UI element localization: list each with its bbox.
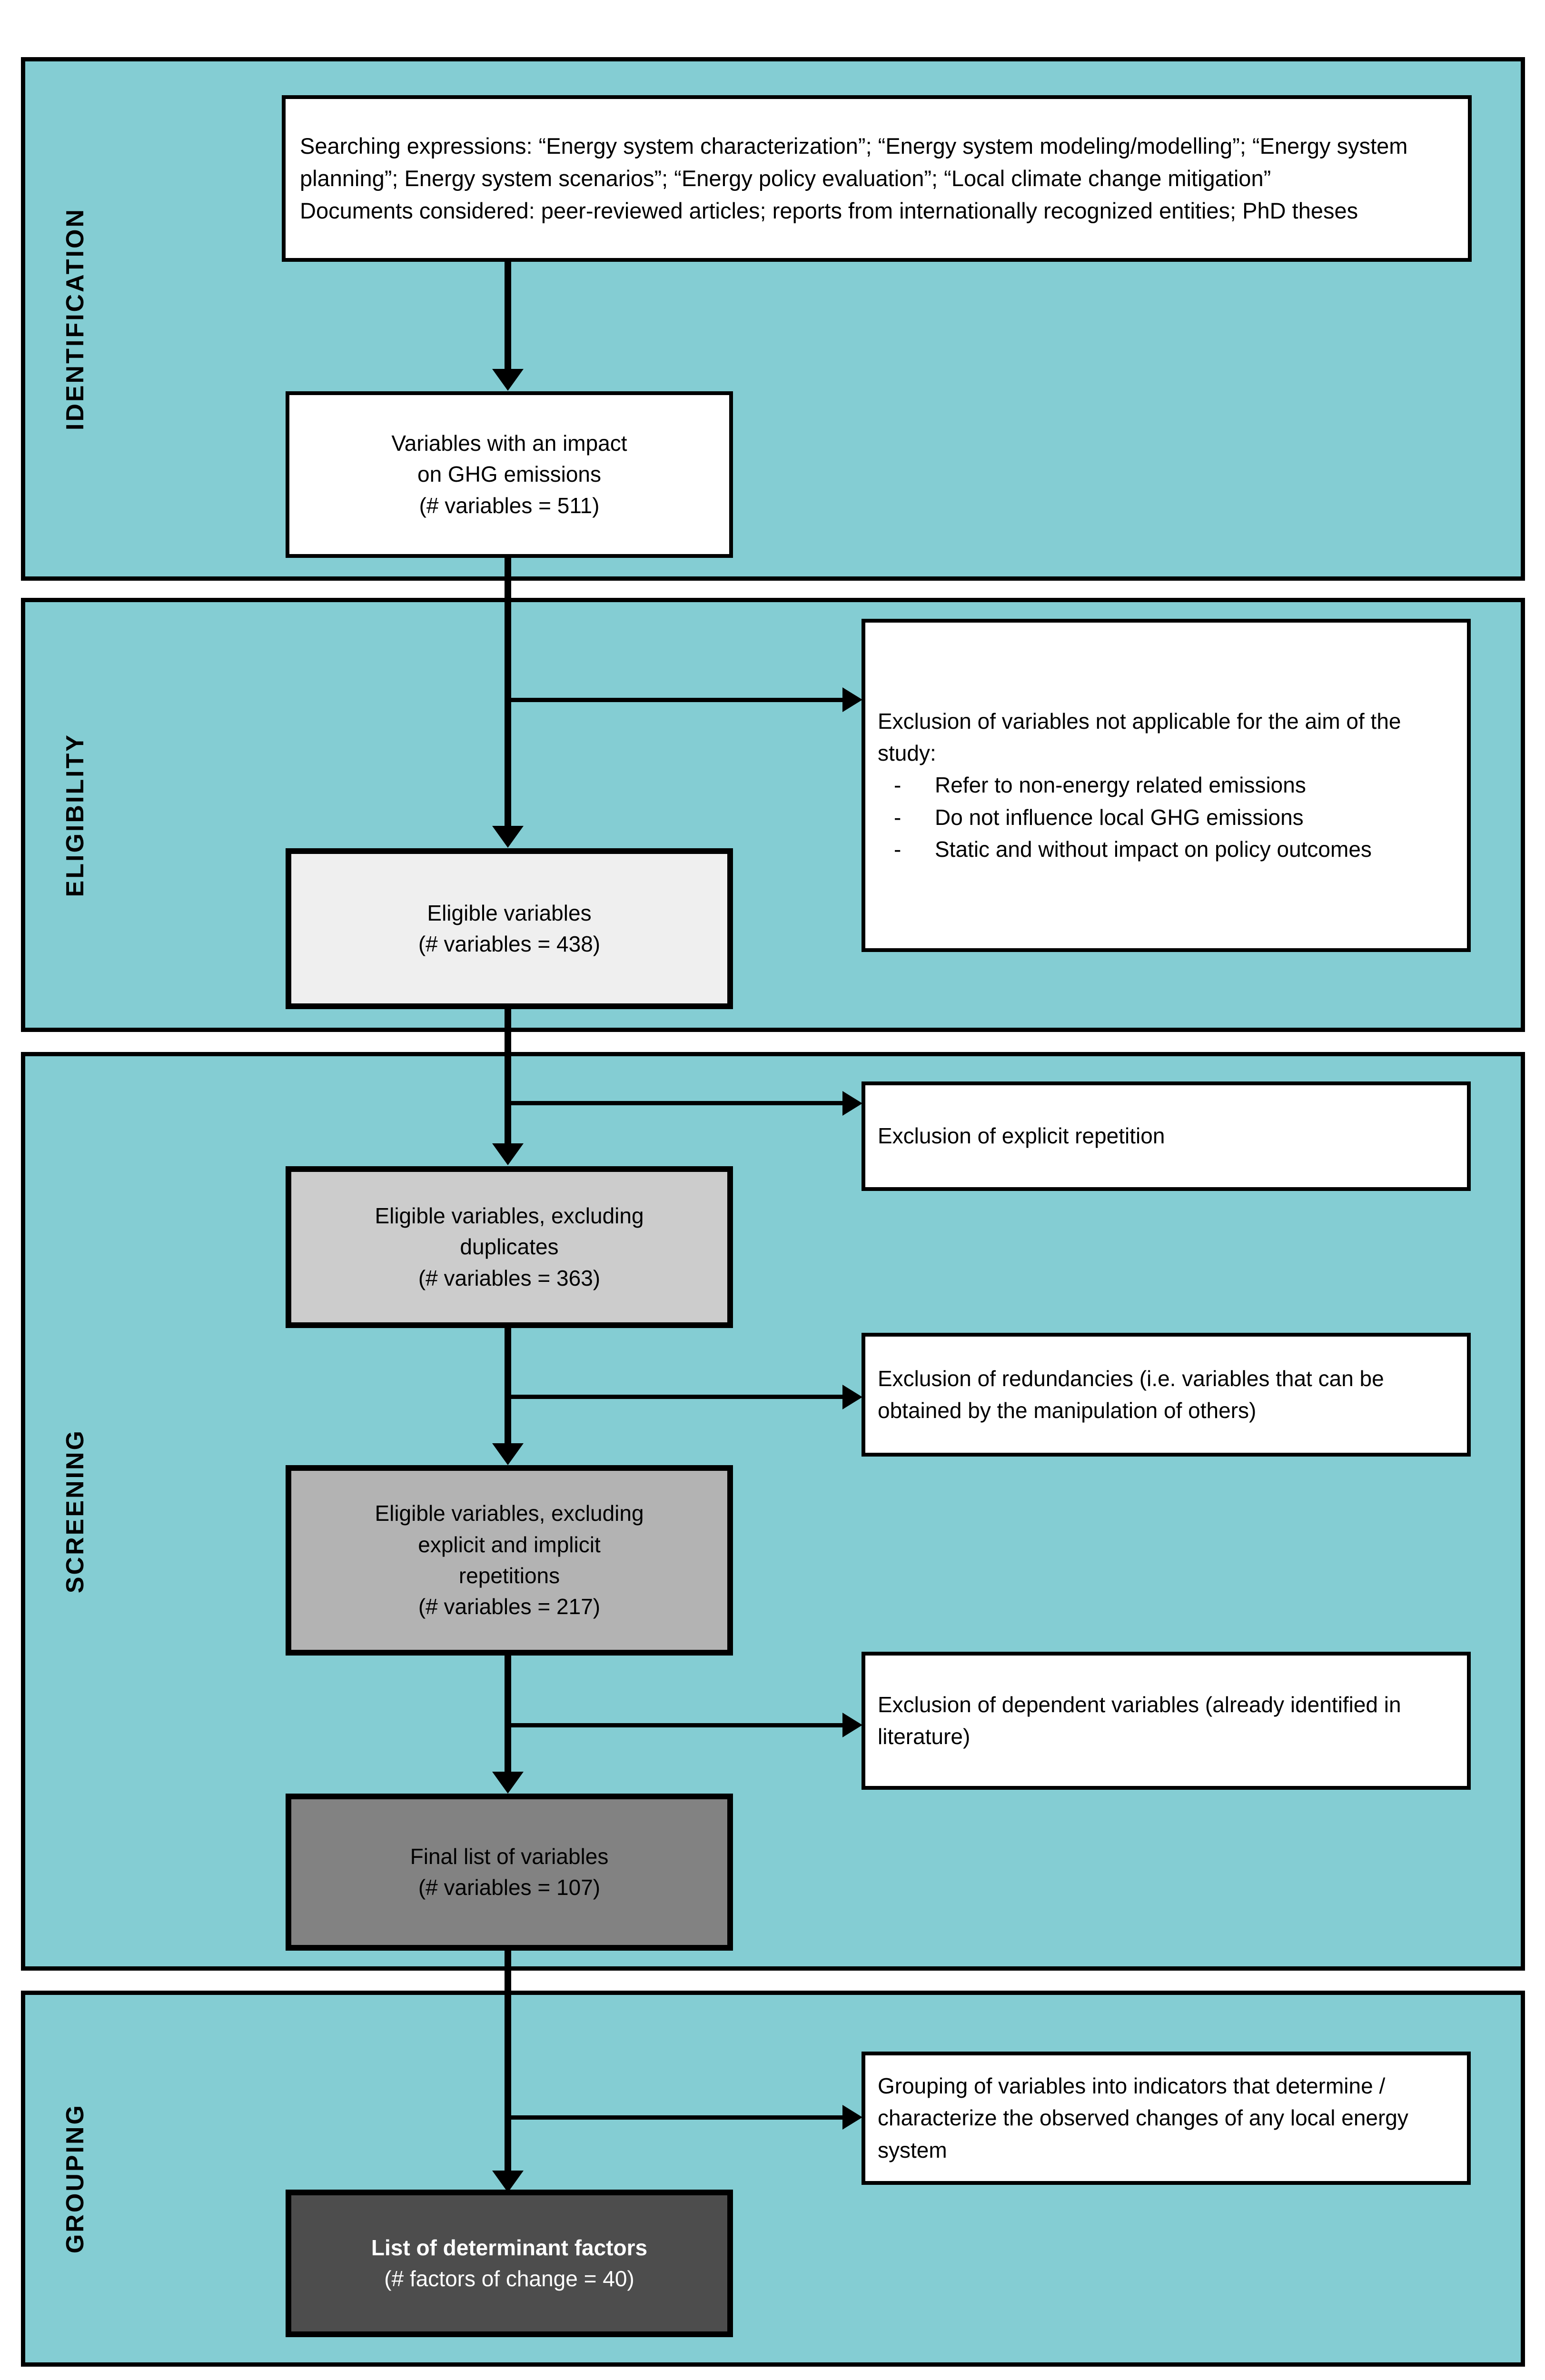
exclusion-not-applicable-bullets: Refer to non-energy related emissions Do… [878, 769, 1455, 865]
arrowhead-dependent [842, 1713, 862, 1737]
bullet-item: Do not influence local GHG emissions [878, 802, 1455, 833]
arrowhead-grouping [842, 2105, 862, 2130]
connector-branch-grouping [508, 2115, 846, 2120]
connector-impact-to-eligible [505, 558, 511, 829]
excluding-duplicates-line2: duplicates [460, 1234, 559, 1259]
connector-branch-explicit-repetition [508, 1101, 846, 1105]
connector-eligible-to-duplicates [505, 1009, 511, 1147]
connector-repetitions-to-final [505, 1656, 511, 1775]
impact-variables-line1: Variables with an impact [391, 431, 627, 456]
note-exclusion-redundancies: Exclusion of redundancies (i.e. variable… [862, 1333, 1471, 1457]
connector-duplicates-to-repetitions [505, 1328, 511, 1447]
excluding-repetitions-line3: repetitions [458, 1563, 560, 1588]
search-criteria-documents: Documents considered: peer-reviewed arti… [300, 198, 1358, 223]
connector-branch-exclusion-not-applicable [508, 698, 846, 702]
stage-label-identification: IDENTIFICATION [61, 207, 89, 431]
arrowhead-final-to-determinant [492, 2171, 524, 2192]
arrowhead-exclusion-not-applicable [842, 687, 862, 712]
exclusion-dependent-text: Exclusion of dependent variables (alread… [878, 1692, 1401, 1749]
excluding-repetitions-line2: explicit and implicit [418, 1532, 601, 1557]
excluding-repetitions-line1: Eligible variables, excluding [375, 1501, 644, 1526]
note-exclusion-not-applicable: Exclusion of variables not applicable fo… [862, 619, 1471, 952]
connector-final-to-determinant [505, 1951, 511, 2174]
impact-variables-count: (# variables = 511) [419, 493, 600, 518]
connector-branch-redundancies [508, 1395, 846, 1399]
grouping-note-text: Grouping of variables into indicators th… [878, 2073, 1408, 2162]
arrowhead-repetitions-to-final [492, 1772, 524, 1794]
determinant-factors-line1: List of determinant factors [371, 2235, 648, 2260]
bullet-item: Refer to non-energy related emissions [878, 769, 1455, 801]
search-criteria-expressions: Searching expressions: “Energy system ch… [300, 133, 1408, 191]
node-excluding-repetitions: Eligible variables, excluding explicit a… [286, 1465, 733, 1656]
node-eligible-variables: Eligible variables (# variables = 438) [286, 848, 733, 1009]
note-exclusion-explicit-repetition: Exclusion of explicit repetition [862, 1081, 1471, 1191]
final-list-line1: Final list of variables [410, 1844, 609, 1869]
arrowhead-impact-to-eligible [492, 826, 524, 848]
arrowhead-redundancies [842, 1385, 862, 1409]
arrowhead-explicit-repetition [842, 1091, 862, 1116]
node-search-criteria: Searching expressions: “Energy system ch… [282, 95, 1472, 262]
excluding-duplicates-line1: Eligible variables, excluding [375, 1203, 644, 1229]
bullet-item: Static and without impact on policy outc… [878, 833, 1455, 865]
stage-screening: SCREENING [21, 1052, 1525, 1971]
stage-label-grouping: GROUPING [61, 2103, 89, 2254]
exclusion-redundancies-text: Exclusion of redundancies (i.e. variable… [878, 1366, 1384, 1423]
determinant-factors-count: (# factors of change = 40) [384, 2266, 634, 2291]
exclusion-not-applicable-heading: Exclusion of variables not applicable fo… [878, 709, 1401, 766]
arrowhead-eligible-to-duplicates [492, 1143, 524, 1165]
note-exclusion-dependent: Exclusion of dependent variables (alread… [862, 1652, 1471, 1790]
note-grouping: Grouping of variables into indicators th… [862, 2052, 1471, 2185]
node-determinant-factors: List of determinant factors (# factors o… [286, 2190, 733, 2337]
excluding-duplicates-count: (# variables = 363) [418, 1265, 601, 1290]
node-final-list: Final list of variables (# variables = 1… [286, 1794, 733, 1951]
excluding-repetitions-count: (# variables = 217) [418, 1594, 601, 1619]
eligible-variables-line1: Eligible variables [427, 900, 592, 925]
stage-label-screening: SCREENING [61, 1429, 89, 1594]
node-excluding-duplicates: Eligible variables, excluding duplicates… [286, 1166, 733, 1328]
arrowhead-search-to-impact [492, 369, 524, 391]
exclusion-explicit-repetition-text: Exclusion of explicit repetition [878, 1123, 1165, 1149]
arrowhead-duplicates-to-repetitions [492, 1443, 524, 1465]
connector-branch-dependent [508, 1723, 846, 1727]
eligible-variables-count: (# variables = 438) [418, 932, 601, 956]
stage-label-eligibility: ELIGIBILITY [61, 733, 89, 897]
impact-variables-line2: on GHG emissions [417, 462, 601, 487]
connector-search-to-impact [505, 262, 511, 371]
final-list-count: (# variables = 107) [418, 1875, 601, 1900]
node-impact-variables: Variables with an impact on GHG emission… [286, 391, 733, 558]
